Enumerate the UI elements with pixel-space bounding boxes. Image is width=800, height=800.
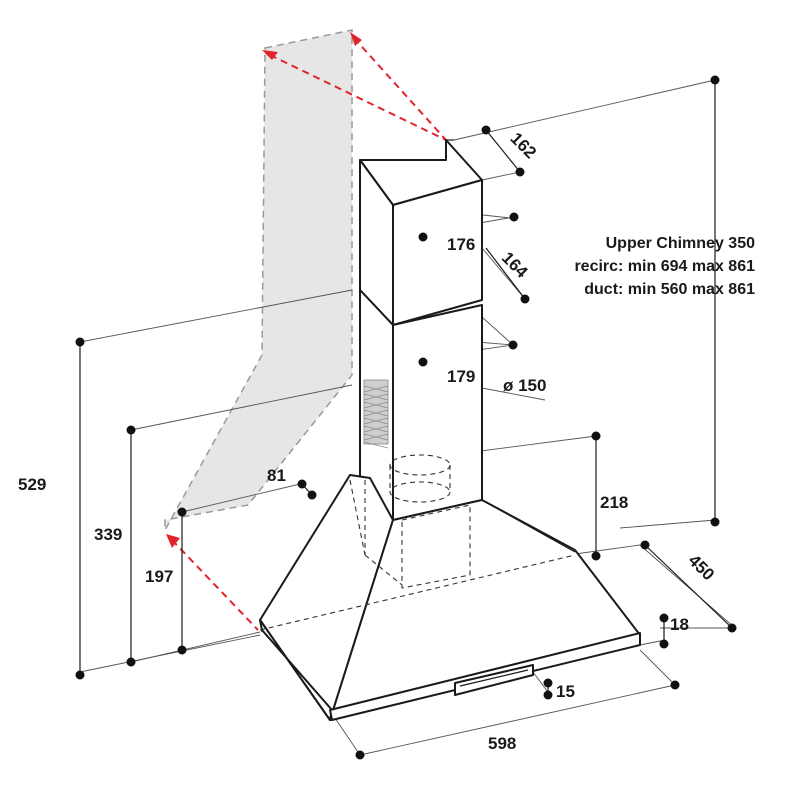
note-duct: duct: min 560 max 861 [584,281,755,298]
control-panel [454,664,534,696]
dim-hood-depth: 450 [685,551,718,584]
dim-lower-depth: 179 [447,367,475,386]
dim-duct-diameter: ø 150 [503,376,546,395]
upper-chimney [359,139,483,326]
dim-middle-width: 164 [498,248,532,282]
dim-edge-height: 18 [670,615,689,634]
dim-hood-height: 197 [145,567,173,586]
dimension-dots [75,75,737,760]
red-depth-arrow-side [350,32,447,141]
dim-outlet-height: 218 [600,493,628,512]
vertical-dimension-lines [79,80,733,695]
hood-canopy [259,474,641,721]
dim-total-height: 529 [18,475,46,494]
dim-lower-chimney-height: 339 [94,525,122,544]
dim-hood-width: 598 [488,734,516,753]
vent-grille [363,379,389,449]
dim-control-height: 15 [556,682,575,701]
note-upper-chimney: Upper Chimney 350 [606,235,755,252]
note-recirc: recirc: min 694 max 861 [574,258,755,275]
hidden-lines [259,454,576,631]
wall-silhouette [164,29,353,533]
dim-upper-width: 162 [507,129,540,162]
red-depth-arrow-top [262,50,447,141]
dim-wall-offset: 81 [267,466,286,485]
red-depth-arrow-bottom [166,534,259,631]
dim-upper-depth: 176 [447,235,475,254]
